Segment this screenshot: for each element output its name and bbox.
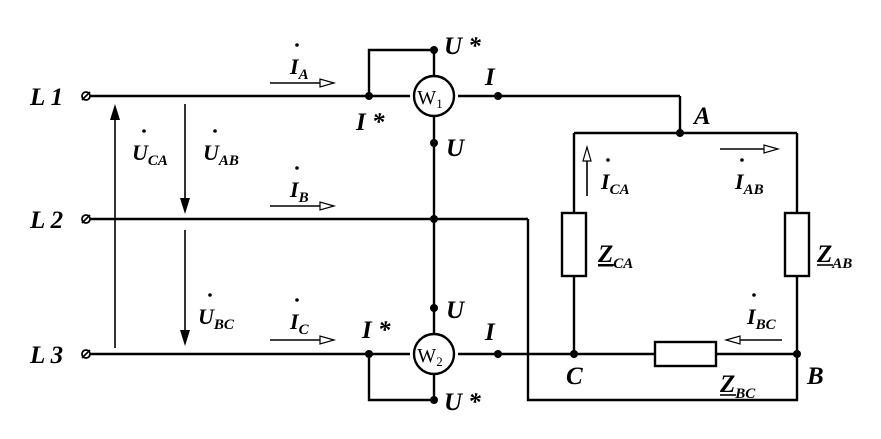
terminal-labels: U * I * I U U I * I U * [355,33,496,416]
w1-sub: 1 [436,96,443,111]
wattmeter-1: W1 [412,74,456,118]
w2-i-star-label: I * [361,317,391,344]
svg-text:ZCA: ZCA [597,241,633,272]
w1-i-label: I [484,64,496,91]
voltage-arrows [110,104,190,348]
node-c-label: C [566,363,583,390]
impedance-ca [560,211,588,278]
line-l3-label: L 3 [29,342,63,369]
w1-u-star-label: U * [444,33,481,60]
svg-text:IBC: IBC [746,304,777,333]
u-bc-main: U [198,304,215,329]
u-ab-main: U [203,140,220,165]
u-bc-sub: BC [213,317,235,333]
node-a-label: A [692,103,711,130]
z-bc-main: Z [719,371,735,398]
z-ab-sub: AB [831,256,852,272]
svg-text:ICA: ICA [600,169,630,198]
svg-text:IA: IA [289,54,309,83]
z-ca-sub: CA [613,256,633,272]
svg-text:IC: IC [289,309,310,338]
node-b-label: B [806,363,824,390]
i-ca-main: I [600,169,611,194]
i-bc-sub: BC [755,317,777,333]
svg-text:W1: W1 [417,87,442,111]
svg-text:IAB: IAB [734,169,764,198]
u-ca-main: U [132,140,149,165]
w1-u-label: U [446,135,466,162]
i-b-main: I [289,177,300,202]
w1-label: W [417,87,436,109]
wattmeter-2: W2 [412,332,456,376]
svg-text:IB: IB [289,177,309,206]
line-terminals [81,91,91,359]
i-bc-main: I [746,304,757,329]
line-current-labels: IA IB IC [289,43,310,338]
w2-sub: 2 [436,354,443,369]
i-ca-sub: CA [610,182,630,198]
i-a-sub: A [298,67,309,83]
svg-text:UCA: UCA [132,140,168,169]
line-l1-label: L 1 [29,84,63,111]
w1-i-star-label: I * [355,109,385,136]
phase-current-labels: ICA IAB IBC [600,158,777,333]
z-bc-sub: BC [734,386,756,402]
junction-dots [365,46,801,404]
svg-text:UBC: UBC [198,304,235,333]
i-b-sub: B [298,190,309,206]
z-ab-main: Z [816,241,832,268]
impedance-ab [783,211,811,278]
w2-label: W [417,345,436,367]
i-a-main: I [289,54,300,79]
wiring [90,48,799,402]
line-l2-label: L 2 [29,207,63,234]
svg-text:ZAB: ZAB [816,241,852,272]
svg-text:UAB: UAB [203,140,239,169]
i-c-sub: C [299,322,310,338]
i-c-main: I [289,309,300,334]
w2-u-label: U [446,297,466,324]
w2-u-star-label: U * [444,389,481,416]
i-ab-main: I [734,169,745,194]
impedance-bc [653,340,718,368]
i-ab-sub: AB [743,182,764,198]
svg-text:W2: W2 [417,345,442,369]
z-ca-main: Z [597,241,613,268]
w2-i-label: I [484,319,496,346]
impedance-labels: ZCA ZAB ZBC [597,241,852,402]
voltage-labels: UCA UAB UBC [132,129,239,333]
current-arrows [270,78,782,345]
u-ca-sub: CA [148,153,168,169]
svg-text:ZBC: ZBC [719,371,756,402]
u-ab-sub: AB [218,153,239,169]
